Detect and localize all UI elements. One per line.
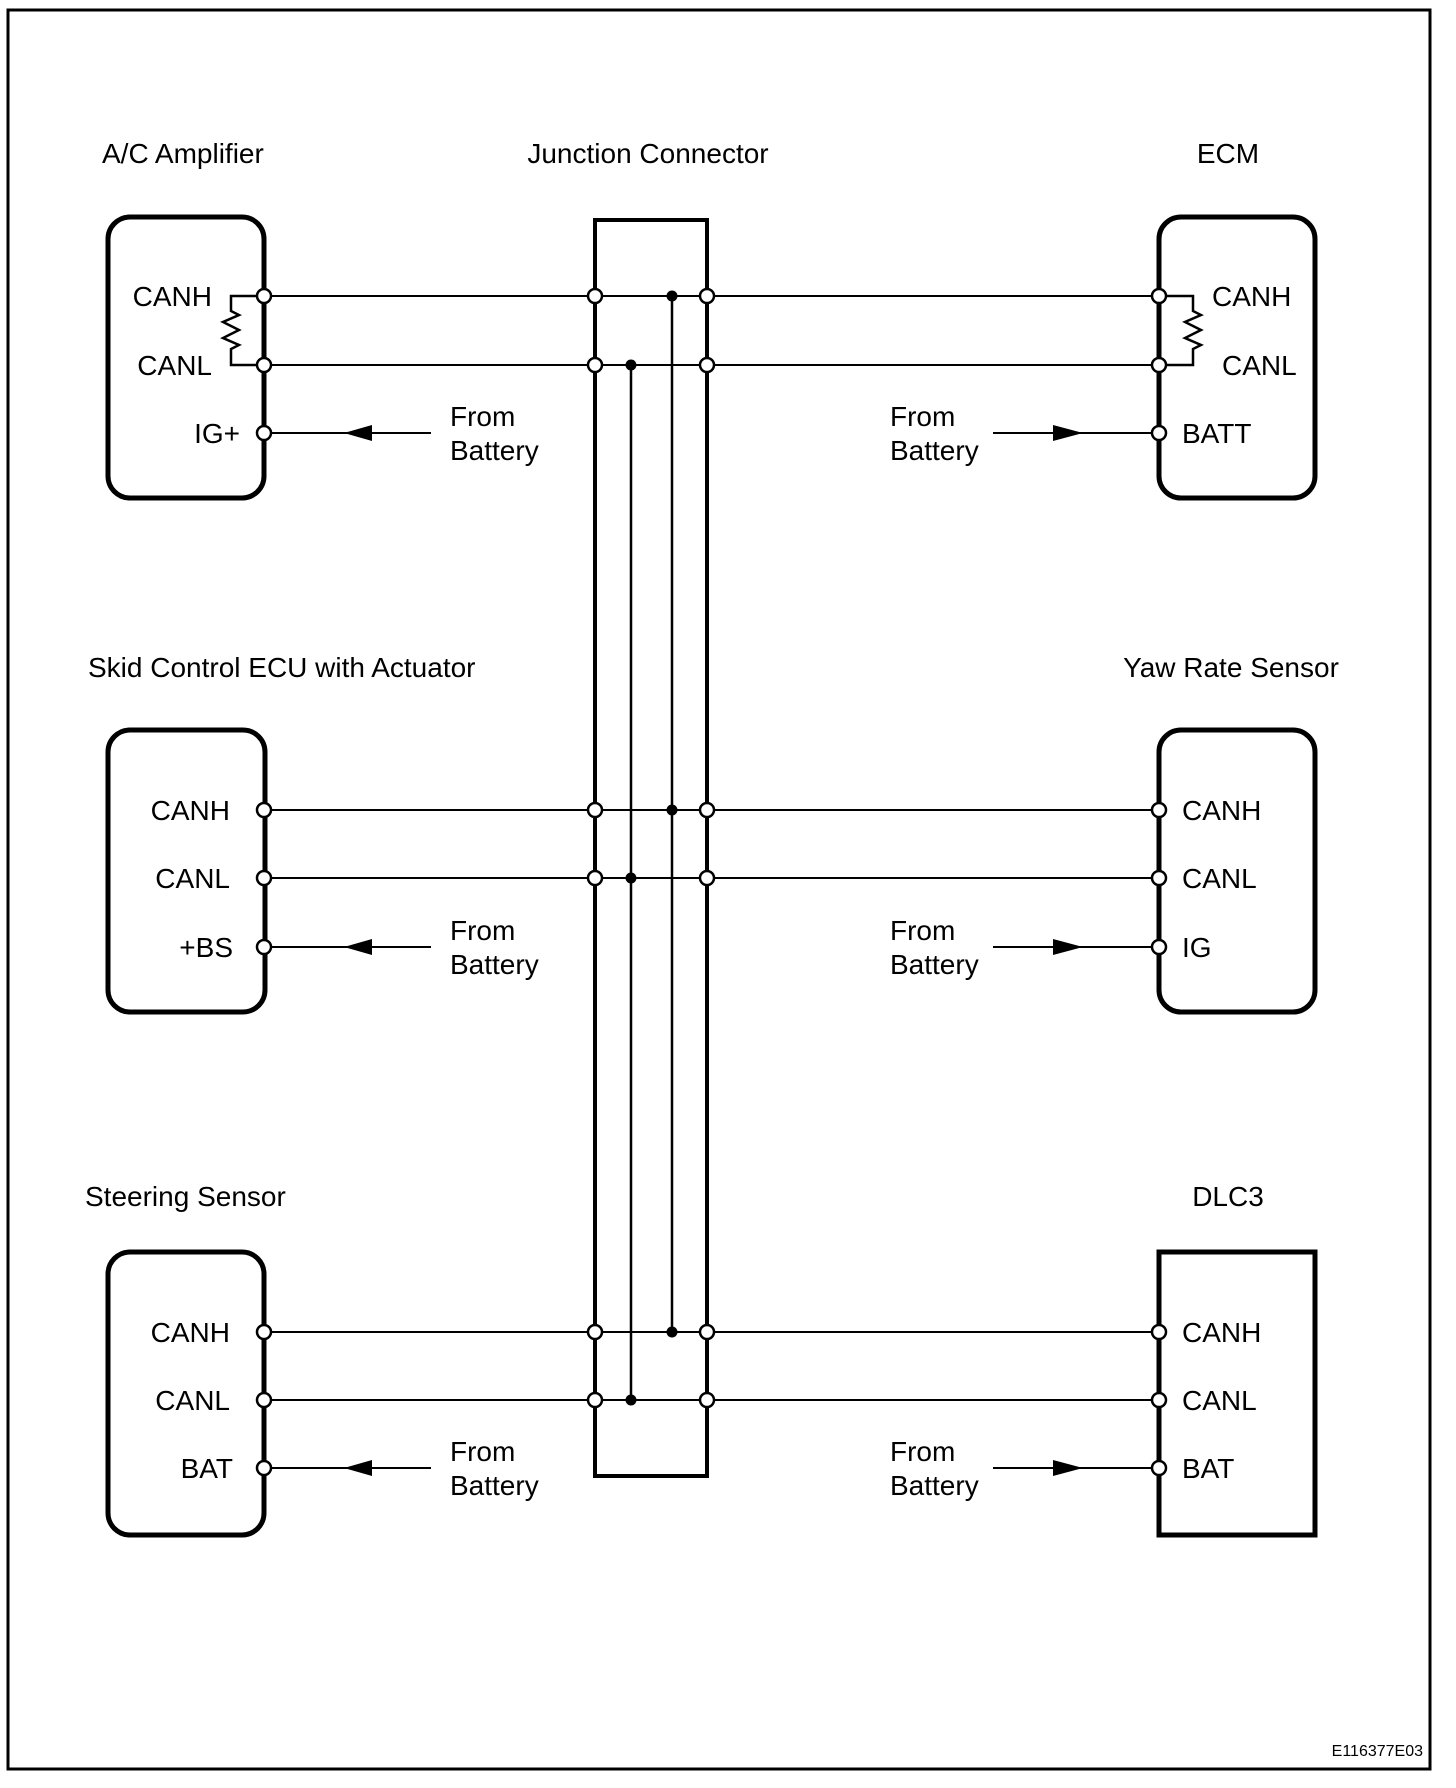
row1-left-battery-label: Battery xyxy=(450,435,539,466)
ecm-canh-label: CANH xyxy=(1212,281,1291,312)
junction-connector xyxy=(593,218,709,1478)
ecm-resistor xyxy=(1159,294,1204,367)
dlc3-canh-label: CANH xyxy=(1182,1317,1261,1348)
steering-bat-pin xyxy=(255,1459,273,1477)
row2-left-battery-label: Battery xyxy=(450,949,539,980)
dlc3-title: DLC3 xyxy=(1192,1181,1264,1212)
row3-right-from-label: From xyxy=(890,1436,955,1467)
yaw-ig-pin xyxy=(1150,938,1168,956)
dlc3-canl-pin xyxy=(1150,1391,1168,1409)
skid-canl-label: CANL xyxy=(155,863,230,894)
row3-left-from-label: From xyxy=(450,1436,515,1467)
junction-right-canh-pin-row1 xyxy=(698,287,716,305)
ecm-title: ECM xyxy=(1197,138,1259,169)
ecm-batt-pin xyxy=(1150,424,1168,442)
ac-ig-pin xyxy=(255,424,273,442)
junction-right-canh-pin-row3 xyxy=(698,1323,716,1341)
row1-left-arrow-icon xyxy=(344,425,372,441)
figure-code: E116377E03 xyxy=(1332,1743,1423,1760)
steering-canh-label: CANH xyxy=(151,1317,230,1348)
row1-right-from-label: From xyxy=(890,401,955,432)
skid-canl-pin xyxy=(255,869,273,887)
junction-connector-box xyxy=(593,218,709,1478)
junction-dots xyxy=(625,290,678,1406)
junction-right-canh-pin-row2 xyxy=(698,801,716,819)
yaw-ig-label: IG xyxy=(1182,932,1212,963)
yaw-rate-sensor-title: Yaw Rate Sensor xyxy=(1123,652,1339,683)
pin-terminals xyxy=(255,287,1168,1477)
ac-ig-label: IG+ xyxy=(194,418,240,449)
page-border xyxy=(6,8,1432,1771)
junction-left-canh-pin-row1 xyxy=(586,287,604,305)
from-battery-labels: From Battery From Battery From Battery F… xyxy=(450,401,979,1501)
junction-left-canh-pin-row3 xyxy=(586,1323,604,1341)
ac-canl-label: CANL xyxy=(137,350,212,381)
yaw-canl-label: CANL xyxy=(1182,863,1257,894)
ecm-canh-pin xyxy=(1150,287,1168,305)
junction-left-canl-pin-row2 xyxy=(586,869,604,887)
ac-canl-pin xyxy=(255,356,273,374)
row2-right-battery-label: Battery xyxy=(890,949,979,980)
yaw-canh-label: CANH xyxy=(1182,795,1261,826)
skid-bs-label: +BS xyxy=(179,932,233,963)
canl-bus-dot-row3 xyxy=(625,1394,637,1406)
skid-control-ecu-title: Skid Control ECU with Actuator xyxy=(88,652,476,683)
ecm-canl-pin xyxy=(1150,356,1168,374)
row1-right-battery-label: Battery xyxy=(890,435,979,466)
row3-left-battery-label: Battery xyxy=(450,1470,539,1501)
row1-right-arrow-icon xyxy=(1053,425,1083,441)
steering-canh-pin xyxy=(255,1323,273,1341)
junction-right-canl-pin-row1 xyxy=(698,356,716,374)
skid-canh-pin xyxy=(255,801,273,819)
ac-amplifier-resistor xyxy=(220,294,264,367)
row3-left-arrow-icon xyxy=(344,1460,372,1476)
ecm-batt-label: BATT xyxy=(1182,418,1251,449)
yaw-canh-pin xyxy=(1150,801,1168,819)
junction-right-canl-pin-row2 xyxy=(698,869,716,887)
row2-right-arrow-icon xyxy=(1053,939,1083,955)
steering-bat-label: BAT xyxy=(181,1453,233,1484)
steering-canl-pin xyxy=(255,1391,273,1409)
canl-bus-dot-row1 xyxy=(625,359,637,371)
junction-right-canl-pin-row3 xyxy=(698,1391,716,1409)
row2-right-from-label: From xyxy=(890,915,955,946)
dlc3-canh-pin xyxy=(1150,1323,1168,1341)
canl-bus-dot-row2 xyxy=(625,872,637,884)
row2-left-from-label: From xyxy=(450,915,515,946)
ecm-canl-label: CANL xyxy=(1222,350,1297,381)
row2-left-arrow-icon xyxy=(344,939,372,955)
ac-amplifier-title: A/C Amplifier xyxy=(102,138,264,169)
row3-right-arrow-icon xyxy=(1053,1460,1083,1476)
skid-canh-label: CANH xyxy=(151,795,230,826)
ac-canh-label: CANH xyxy=(133,281,212,312)
junction-left-canh-pin-row2 xyxy=(586,801,604,819)
dlc3-canl-label: CANL xyxy=(1182,1385,1257,1416)
ac-canh-pin xyxy=(255,287,273,305)
canh-bus-dot-row1 xyxy=(666,290,678,302)
steering-canl-label: CANL xyxy=(155,1385,230,1416)
junction-left-canl-pin-row1 xyxy=(586,356,604,374)
junction-connector-title: Junction Connector xyxy=(527,138,768,169)
steering-sensor-title: Steering Sensor xyxy=(85,1181,286,1212)
skid-bs-pin xyxy=(255,938,273,956)
row1-left-from-label: From xyxy=(450,401,515,432)
dlc3-bat-pin xyxy=(1150,1459,1168,1477)
yaw-canl-pin xyxy=(1150,869,1168,887)
canh-bus-dot-row3 xyxy=(666,1326,678,1338)
row3-right-battery-label: Battery xyxy=(890,1470,979,1501)
dlc3-bat-label: BAT xyxy=(1182,1453,1234,1484)
junction-left-canl-pin-row3 xyxy=(586,1391,604,1409)
canh-bus-dot-row2 xyxy=(666,804,678,816)
